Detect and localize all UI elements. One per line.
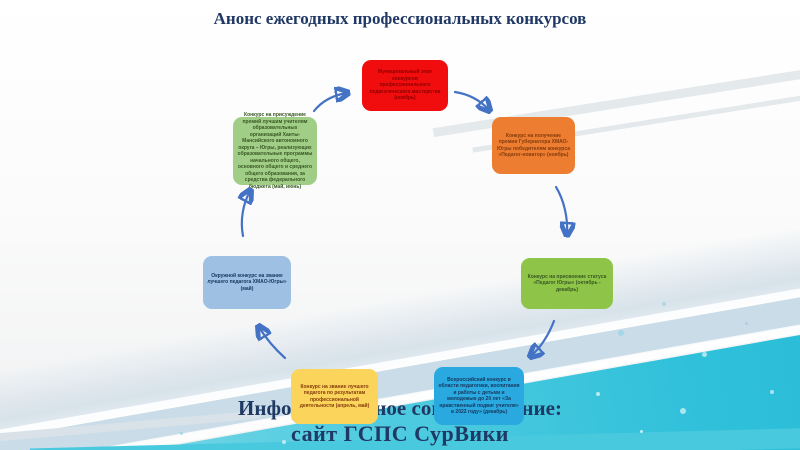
background-dot	[180, 432, 183, 435]
background-dot	[618, 330, 624, 336]
background-stripe	[432, 43, 800, 138]
cycle-node-municipal-stage: Муниципальный этап конкурсов профессиона…	[362, 60, 448, 111]
cycle-node-district-best-teacher: Окружной конкурс на звание лучшего педаг…	[203, 256, 291, 309]
footer-heading: Информационное сопровождение: сайт ГСПС …	[0, 396, 800, 448]
background-dot	[640, 430, 643, 433]
background-dot	[596, 392, 600, 396]
footer-line-2: сайт ГСПС СурВики	[291, 421, 509, 447]
background-dot	[745, 322, 748, 325]
slide-title: Анонс ежегодных профессиональных конкурс…	[213, 9, 587, 28]
cycle-node-best-teacher-by-results: Конкурс на звание лучшего педагога по ре…	[291, 369, 378, 424]
cycle-node-all-russian-moral-feat: Всероссийский конкурс в области педагоги…	[434, 367, 524, 425]
background-dot	[702, 352, 707, 357]
background-dot	[662, 302, 666, 306]
cycle-node-federal-premium: Конкурс на присуждение премий лучшим учи…	[233, 112, 317, 190]
background-dot	[282, 440, 286, 444]
cycle-node-pedagog-yugry-status: Конкурс на присвоение статуса «Педагог Ю…	[521, 258, 613, 309]
background-dot	[770, 390, 774, 394]
footer-line-1: Информационное сопровождение:	[238, 396, 562, 420]
cycle-node-governor-prize: Конкурс на получение премии Губернатора …	[492, 117, 575, 174]
background-dot	[680, 408, 686, 414]
